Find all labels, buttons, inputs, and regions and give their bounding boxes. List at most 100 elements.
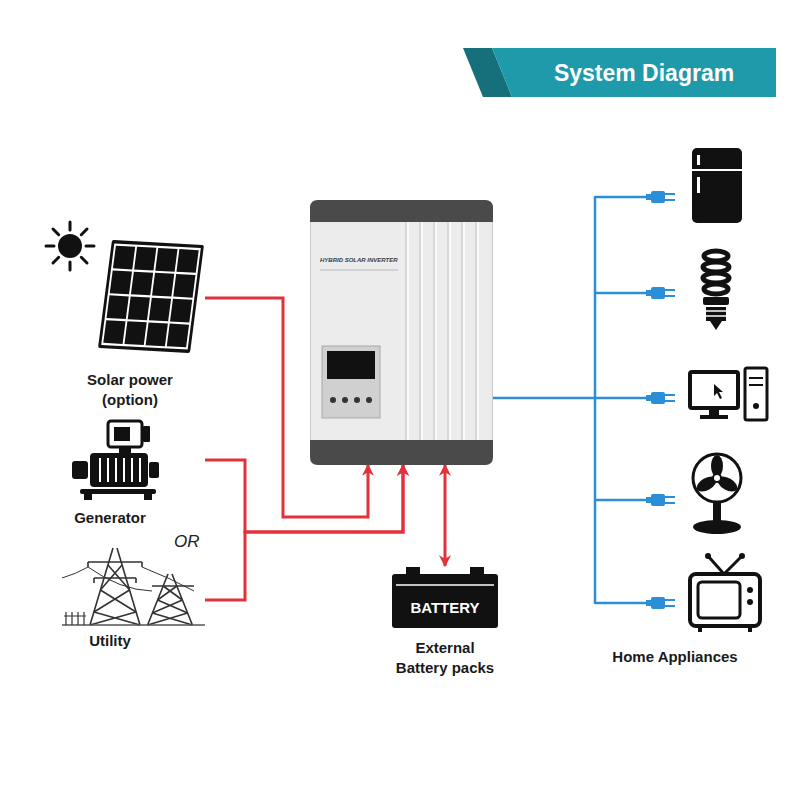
plug-icons-part xyxy=(665,400,675,402)
source-label: Utility xyxy=(40,631,180,651)
inverter-housing-part xyxy=(461,222,463,440)
inverter-housing-part xyxy=(342,397,348,403)
appliance-bus-part xyxy=(595,196,648,199)
inverter-housing-part xyxy=(421,222,423,440)
sun-icon-part xyxy=(58,234,82,258)
generator-icon-part-part xyxy=(131,458,133,482)
power-line xyxy=(205,460,403,532)
inverter-housing-part xyxy=(475,222,477,440)
utility-pylons-part xyxy=(148,574,194,625)
computer-icon-part xyxy=(714,384,723,399)
tv-icon-part xyxy=(747,587,753,593)
battery-symbol-part xyxy=(406,567,420,575)
or-note: OR xyxy=(174,532,200,552)
inverter-housing-part xyxy=(405,222,407,440)
battery-caption: External Battery packs xyxy=(391,638,499,678)
generator-icon-part-part xyxy=(115,458,117,482)
inverter-housing-part xyxy=(477,222,479,440)
tv-icon xyxy=(690,553,760,632)
fridge-icon xyxy=(692,148,742,223)
fridge-icon-part xyxy=(692,169,742,171)
plug-icons-part xyxy=(665,496,675,498)
solar-panel-icon-part-part xyxy=(173,274,195,298)
source-label: Solar power (option) xyxy=(75,370,185,410)
inverter-housing-part xyxy=(463,222,465,440)
generator-icon-part xyxy=(119,447,131,453)
bulb-icon-part xyxy=(706,310,726,312)
inverter-housing-part xyxy=(447,222,449,440)
utility-pylons-part xyxy=(88,548,142,625)
sun-icon-part xyxy=(53,229,59,235)
computer-icon xyxy=(690,368,767,420)
computer-icon-part xyxy=(749,384,763,386)
sun-icon-part xyxy=(69,262,72,270)
inverter-housing-part xyxy=(366,397,372,403)
inverter-housing-part xyxy=(320,270,398,271)
solar-panel-icon xyxy=(98,240,204,353)
inverter-unit: HYBRID SOLAR INVERTER xyxy=(310,200,493,465)
solar-panel-icon-part-part xyxy=(128,296,150,320)
battery-symbol-part xyxy=(392,574,498,628)
plug-icons-part xyxy=(665,295,675,297)
solar-panel-icon-part-part xyxy=(107,295,129,319)
plug-icons-part xyxy=(665,289,675,291)
bulb-icon-part xyxy=(706,315,726,317)
generator-icon-part xyxy=(90,453,148,487)
generator-icon-part xyxy=(72,461,88,479)
plug-icons-part xyxy=(665,502,675,504)
tv-icon-part xyxy=(724,556,742,574)
inverter-housing-part xyxy=(449,222,451,440)
sun-icon-part xyxy=(46,245,54,248)
solar-panel-icon-part-part xyxy=(155,248,177,272)
inverter-housing-part xyxy=(327,351,375,379)
inverter-housing-part xyxy=(322,346,380,418)
inverter-housing-part xyxy=(354,397,360,403)
computer-icon-part xyxy=(753,403,759,409)
appliance-bus-part xyxy=(595,292,648,295)
fan-icon-part xyxy=(693,520,741,534)
solar-source: Solar power (option) xyxy=(40,225,205,410)
generator-icon-part-part xyxy=(139,458,141,482)
solar-panel-icon-part-part xyxy=(124,321,146,345)
generator-icon-part xyxy=(149,462,159,478)
generator-icon-part xyxy=(80,489,156,494)
plug-icons-part xyxy=(646,600,651,606)
tv-icon-part xyxy=(708,556,724,574)
battery-symbol-part xyxy=(470,567,484,575)
bulb-icon-part xyxy=(703,251,729,294)
plug-icons-part xyxy=(651,392,665,404)
inverter-housing-part xyxy=(433,222,435,440)
plug-icons-part xyxy=(665,605,675,607)
solar-panel-icon-part-part xyxy=(167,324,189,348)
solar-panel-icon-part xyxy=(101,243,201,349)
appliance-bus-part xyxy=(594,196,597,604)
plug-icons-part xyxy=(651,287,665,299)
computer-icon-part xyxy=(749,377,763,379)
tv-icon-part xyxy=(739,553,745,559)
plug-icons-part xyxy=(651,494,665,506)
appliance-group: Home Appliances xyxy=(595,140,755,667)
solar-panel-icon-part-part xyxy=(152,273,174,297)
generator-icon-part-part xyxy=(123,458,125,482)
generator-icon-part xyxy=(114,427,130,441)
plug-icons-part xyxy=(646,290,651,296)
solar-panel-icon-part xyxy=(103,246,198,348)
group-label: Home Appliances xyxy=(612,647,737,667)
tv-icon-part xyxy=(748,626,752,632)
tv-icon-part xyxy=(698,626,702,632)
solar-panel-icon-part-part xyxy=(176,249,198,273)
generator-icon-part xyxy=(108,421,142,447)
sun-icon-part xyxy=(69,222,72,230)
bulb-icon-part xyxy=(703,297,729,305)
plug-icons-part xyxy=(665,193,675,195)
computer-icon-part xyxy=(745,368,767,420)
bulb-icon-part-part xyxy=(704,284,728,294)
sun-icon-part xyxy=(86,245,94,248)
fan-icon-part xyxy=(713,474,721,482)
fridge-icon-part xyxy=(692,148,742,223)
plug-icons-part xyxy=(646,395,651,401)
bulb-icon xyxy=(703,251,729,330)
title-banner xyxy=(463,48,776,97)
generator-icon-part xyxy=(84,494,92,500)
